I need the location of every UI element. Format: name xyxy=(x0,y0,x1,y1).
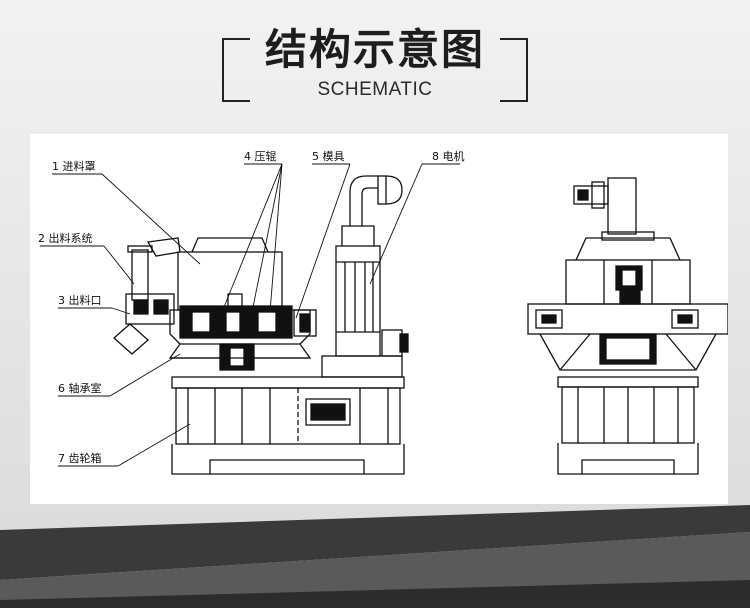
diagonal-band-upper xyxy=(0,505,750,580)
title-chinese: 结构示意图 xyxy=(264,25,485,74)
leader-lines xyxy=(40,163,460,467)
label-discharge-port: 3 出料口 xyxy=(58,293,102,307)
title-block: 结构示意图 SCHEMATIC xyxy=(222,26,528,102)
label-motor: 8 电机 xyxy=(432,149,465,163)
label-bearing-chamber: 6 轴承室 xyxy=(58,381,102,395)
motor-assembly xyxy=(321,175,409,378)
side-view xyxy=(527,177,728,475)
title-english: SCHEMATIC xyxy=(317,79,433,100)
label-gearbox: 7 齿轮箱 xyxy=(58,451,102,465)
title-bracket-left xyxy=(222,38,250,102)
title-bracket-right xyxy=(500,38,528,102)
label-discharge-system: 2 出料系统 xyxy=(38,231,93,245)
label-press-roller: 4 压辊 xyxy=(244,149,277,163)
gearbox-base xyxy=(171,376,405,475)
pelletizer-body xyxy=(146,237,317,371)
label-feed-hood: 1 进料罩 xyxy=(52,159,96,173)
label-die: 5 模具 xyxy=(312,150,345,163)
discharge-system xyxy=(113,245,175,355)
diagram-panel: 1 进料罩 2 出料系统 3 出料口 4 压辊 5 模具 8 电机 6 轴承室 … xyxy=(30,134,728,504)
schematic-drawing: 1 进料罩 2 出料系统 3 出料口 4 压辊 5 模具 8 电机 6 轴承室 … xyxy=(38,149,728,475)
